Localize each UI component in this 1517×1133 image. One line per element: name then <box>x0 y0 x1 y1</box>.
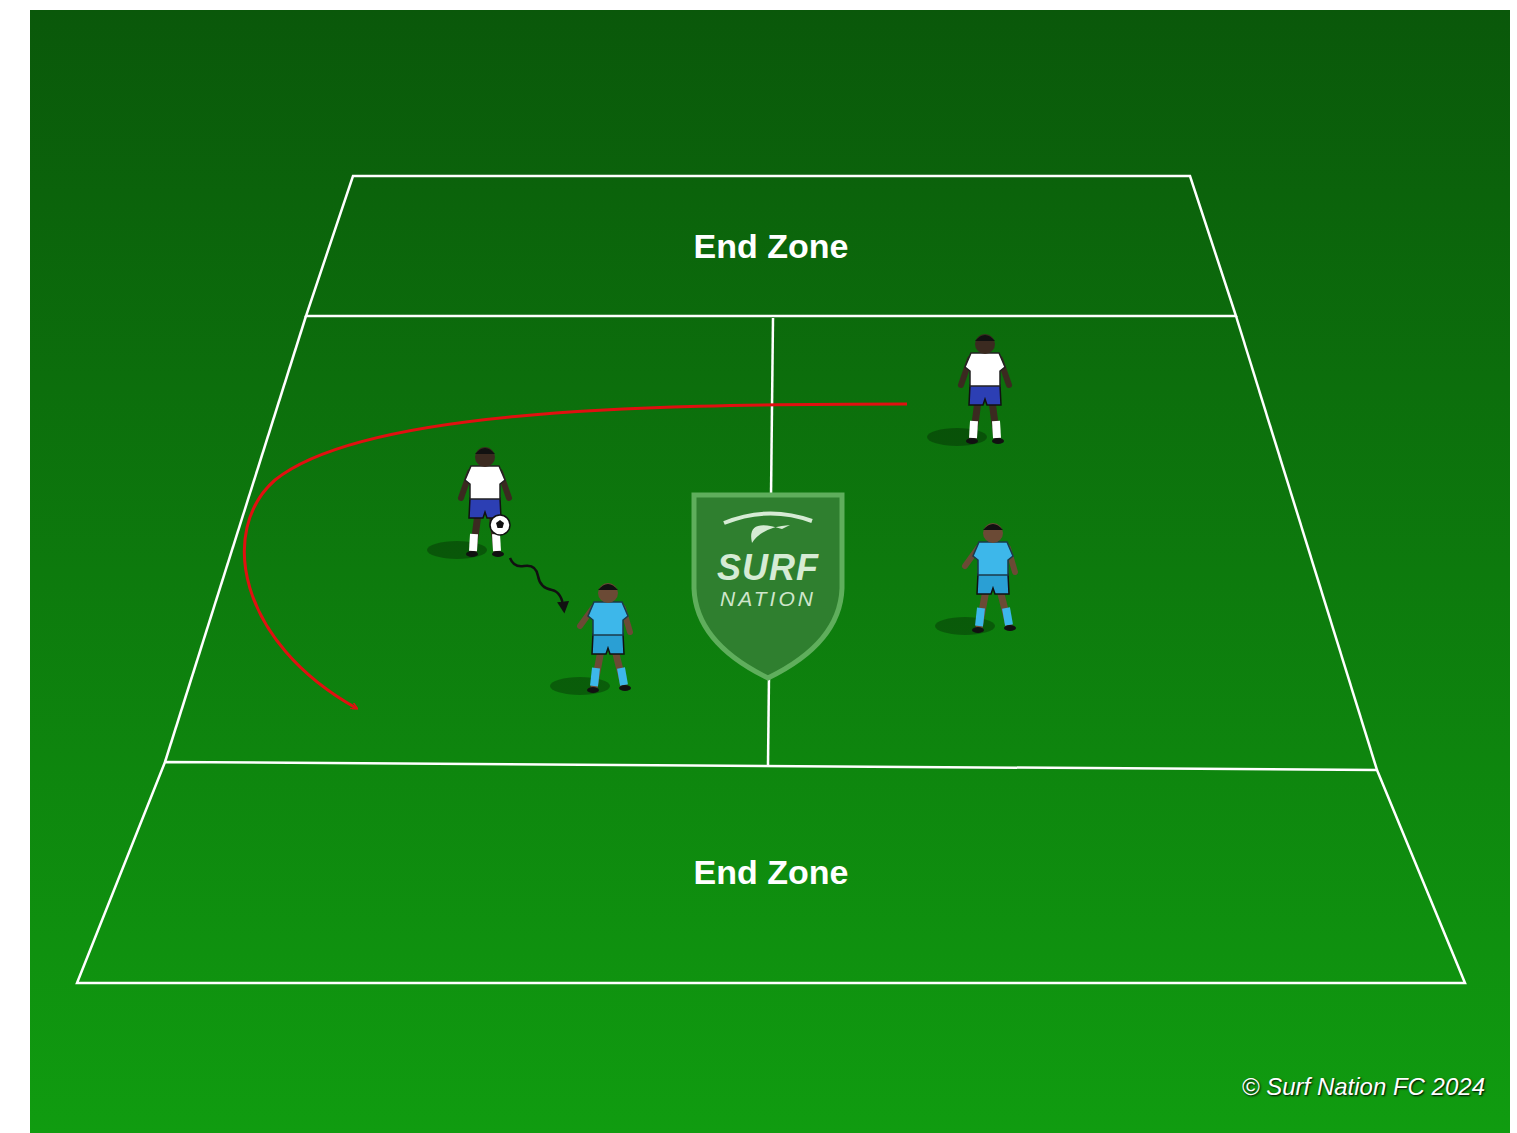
end-zone-band: End Zone <box>77 762 1465 983</box>
wave-icon <box>724 513 812 523</box>
copyright-note: © Surf Nation FC 2024 <box>1242 1073 1485 1101</box>
club-shield: SURFNATION <box>688 487 848 682</box>
wave-icon <box>751 525 790 543</box>
band-border <box>77 762 1465 983</box>
shield-body <box>694 495 842 678</box>
club-subname: NATION <box>720 587 816 611</box>
club-name: SURF <box>717 549 819 587</box>
zone-label: End Zone <box>694 853 849 892</box>
zone-label: End Zone <box>694 227 849 266</box>
band-border <box>306 176 1236 316</box>
end-zone-band: End Zone <box>306 176 1236 316</box>
